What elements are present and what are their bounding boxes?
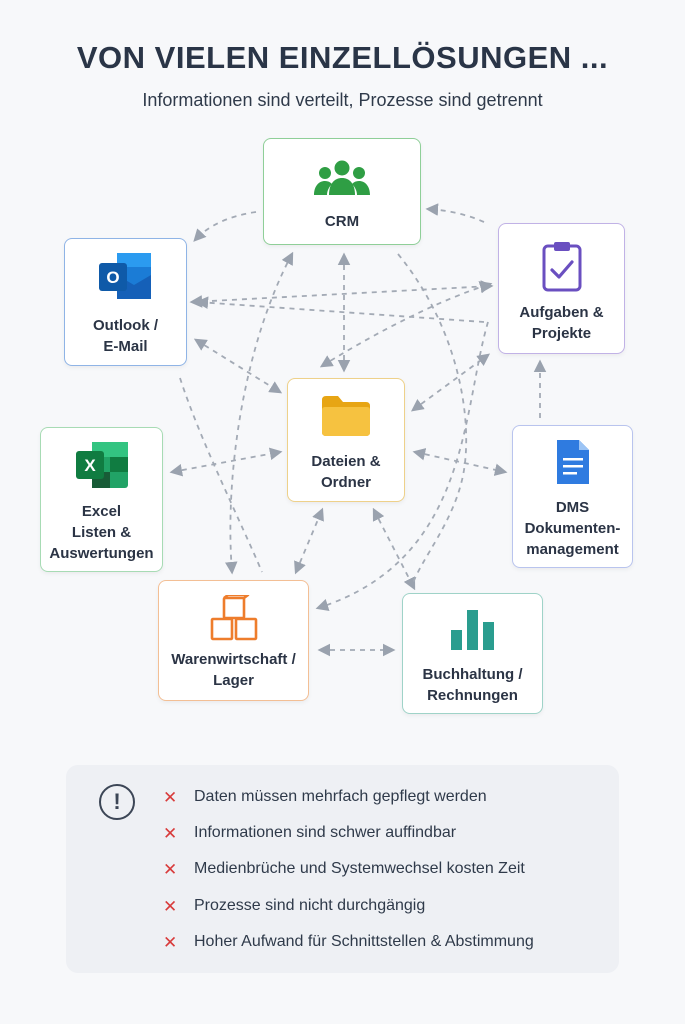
arrow-crm-outlook (193, 211, 257, 242)
page-subtitle: Informationen sind verteilt, Prozesse si… (142, 90, 543, 110)
arrow-aufgaben-crm (425, 203, 485, 223)
arrow-aufgaben-waren (315, 321, 489, 611)
outlook-icon: O (98, 253, 151, 299)
node-label: Outlook / E-Mail (93, 317, 158, 355)
node-label: CRM (324, 213, 360, 230)
boxes-icon (210, 595, 257, 641)
node-label: Excel Listen & Auswertungen (49, 503, 154, 562)
exclamation-circle-icon: ! (99, 784, 135, 820)
node-excel: X Excel Listen & Auswertungen (40, 427, 163, 572)
x-mark-icon: ✕ (163, 860, 178, 879)
issues-panel (66, 765, 619, 973)
x-mark-icon: ✕ (163, 933, 178, 952)
node-label: Buchhaltung / Rechnungen (422, 666, 523, 704)
x-mark-icon: ✕ (163, 824, 178, 843)
arrow-crm-buch (397, 253, 468, 587)
arrow-waren-dateien (294, 507, 324, 575)
node-crm: CRM (263, 138, 421, 245)
arrow-aufgaben-outlook (195, 296, 485, 323)
svg-text:O: O (106, 268, 119, 287)
people-icon (314, 160, 370, 195)
arrow-excel-dateien (169, 447, 283, 477)
arrow-dateien-aufgaben (410, 353, 491, 412)
node-label: Warenwirtschaft / Lager (171, 651, 296, 689)
node-aufgaben: Aufgaben & Projekte (498, 223, 625, 354)
arrow-crm-waren (224, 251, 294, 575)
node-dateien: Dateien & Ordner (287, 378, 405, 502)
node-label: Aufgaben & Projekte (519, 304, 604, 342)
x-mark-icon: ✕ (163, 788, 178, 807)
bar-chart-icon (450, 610, 494, 650)
svg-text:X: X (84, 456, 96, 475)
node-label: DMS Dokumenten- management (524, 499, 621, 558)
document-icon (556, 440, 589, 484)
arrow-dateien-buch (372, 507, 416, 591)
arrow-outlook-dateien (193, 338, 283, 394)
clipboard-check-icon (542, 242, 581, 292)
node-label: Dateien & Ordner (311, 453, 381, 491)
arrow-dateien-aufgaben-2 (319, 281, 493, 368)
node-warenwirtschaft: Warenwirtschaft / Lager (158, 580, 309, 701)
arrow-outlook-waren (179, 377, 263, 573)
folder-icon (322, 396, 370, 436)
excel-icon: X (75, 442, 128, 488)
node-dms: DMS Dokumenten- management (512, 425, 633, 568)
node-outlook: O Outlook / E-Mail (64, 238, 187, 366)
arrow-dateien-dms (412, 448, 508, 476)
page-title: VON VIELEN EINZELLÖSUNGEN ... (76, 40, 609, 75)
x-mark-icon: ✕ (163, 897, 178, 916)
node-buchhaltung: Buchhaltung / Rechnungen (402, 593, 543, 714)
